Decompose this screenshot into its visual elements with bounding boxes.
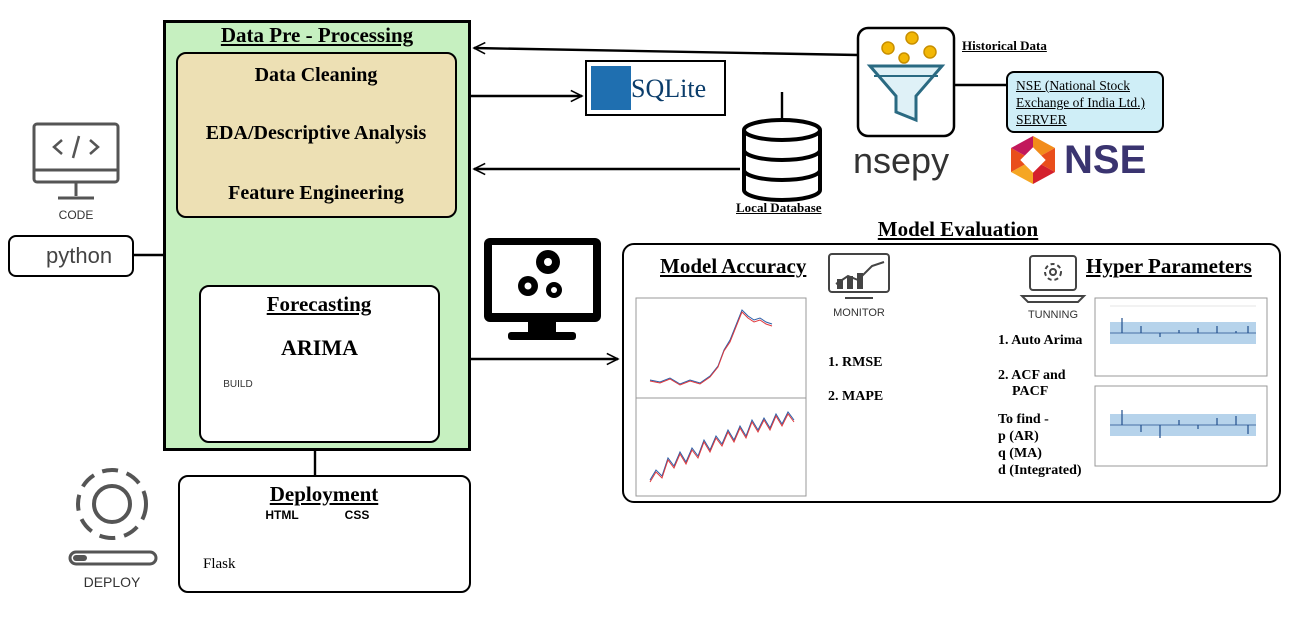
hyper-d-integrated: d (Integrated): [998, 463, 1082, 478]
forecasting-title: Forecasting: [266, 292, 372, 316]
local-database-label: Local Database: [736, 200, 822, 215]
build-label: BUILD: [223, 379, 253, 390]
nse-server-line-3: SERVER: [1016, 112, 1067, 127]
historical-data-label: Historical Data: [962, 38, 1047, 53]
deployment-box: Deployment Flask HTML CSS: [178, 475, 471, 593]
deploy-progress-icon: [68, 550, 158, 566]
python-badge: python: [8, 235, 134, 277]
tuning-label: TUNNING: [1027, 309, 1079, 321]
historical-arrow: [474, 48, 859, 57]
deploy-gear-icon: [76, 468, 148, 540]
database-icon: [742, 118, 822, 202]
code-monitor-icon: [32, 122, 120, 200]
sqlite-label: SQLite: [631, 74, 707, 103]
hyper-parameters-title: Hyper Parameters: [1086, 254, 1252, 278]
hyper-acf-pacf-2: PACF: [1012, 384, 1049, 399]
sqlite-feather-icon: [591, 66, 631, 110]
nse-server-box: NSE (National Stock Exchange of India Lt…: [1006, 71, 1164, 133]
hyper-to-find: To find -: [998, 412, 1049, 427]
pacf-plot: [1094, 385, 1268, 467]
deploy-label: DEPLOY: [83, 574, 141, 590]
hyper-q-ma: q (MA): [998, 446, 1042, 461]
hyper-acf-pacf-1: 2. ACF and: [998, 368, 1066, 383]
gears-monitor-icon: [484, 238, 601, 340]
metric-rmse: 1. RMSE: [828, 355, 883, 370]
acf-plot: [1094, 297, 1268, 377]
evaluation-box: [622, 243, 1281, 503]
css-label: CSS: [344, 508, 370, 522]
funnel-coins-icon: [856, 26, 956, 138]
arima-label: ARIMA: [281, 335, 358, 360]
flask-label: Flask: [203, 556, 236, 572]
forecasting-box: Forecasting ARIMA BUILD: [199, 285, 440, 443]
html-label: HTML: [265, 508, 299, 522]
nse-server-line-2: Exchange of India Ltd.): [1016, 95, 1145, 110]
deployment-title: Deployment: [269, 482, 379, 506]
step-feature-engineering: Feature Engineering: [228, 182, 404, 204]
step-eda: EDA/Descriptive Analysis: [205, 122, 427, 144]
hyper-p-ar: p (AR): [998, 429, 1039, 444]
metric-mape: 2. MAPE: [828, 389, 884, 404]
nse-logo-text: NSE: [1064, 138, 1147, 182]
model-evaluation-title: Model Evaluation: [877, 217, 1039, 241]
step-data-cleaning: Data Cleaning: [254, 64, 378, 86]
monitor-label: MONITOR: [833, 307, 885, 319]
preprocessing-title: Data Pre - Processing: [220, 23, 414, 47]
hyper-auto-arima: 1. Auto Arima: [998, 333, 1083, 348]
forecast-plot-bottom: [635, 397, 807, 497]
sqlite-box: SQLite: [585, 60, 726, 116]
nse-server-line-1: NSE (National Stock: [1016, 78, 1130, 93]
nse-logo-mark-icon: [1011, 136, 1055, 184]
model-accuracy-title: Model Accuracy: [660, 254, 807, 278]
python-label: python: [46, 243, 113, 268]
steps-box: Data Cleaning EDA/Descriptive Analysis F…: [176, 52, 457, 218]
code-label: CODE: [58, 208, 94, 222]
nsepy-label: nsepy: [853, 140, 950, 181]
monitor-chart-icon: [828, 253, 890, 299]
tuning-laptop-icon: [1019, 255, 1087, 303]
